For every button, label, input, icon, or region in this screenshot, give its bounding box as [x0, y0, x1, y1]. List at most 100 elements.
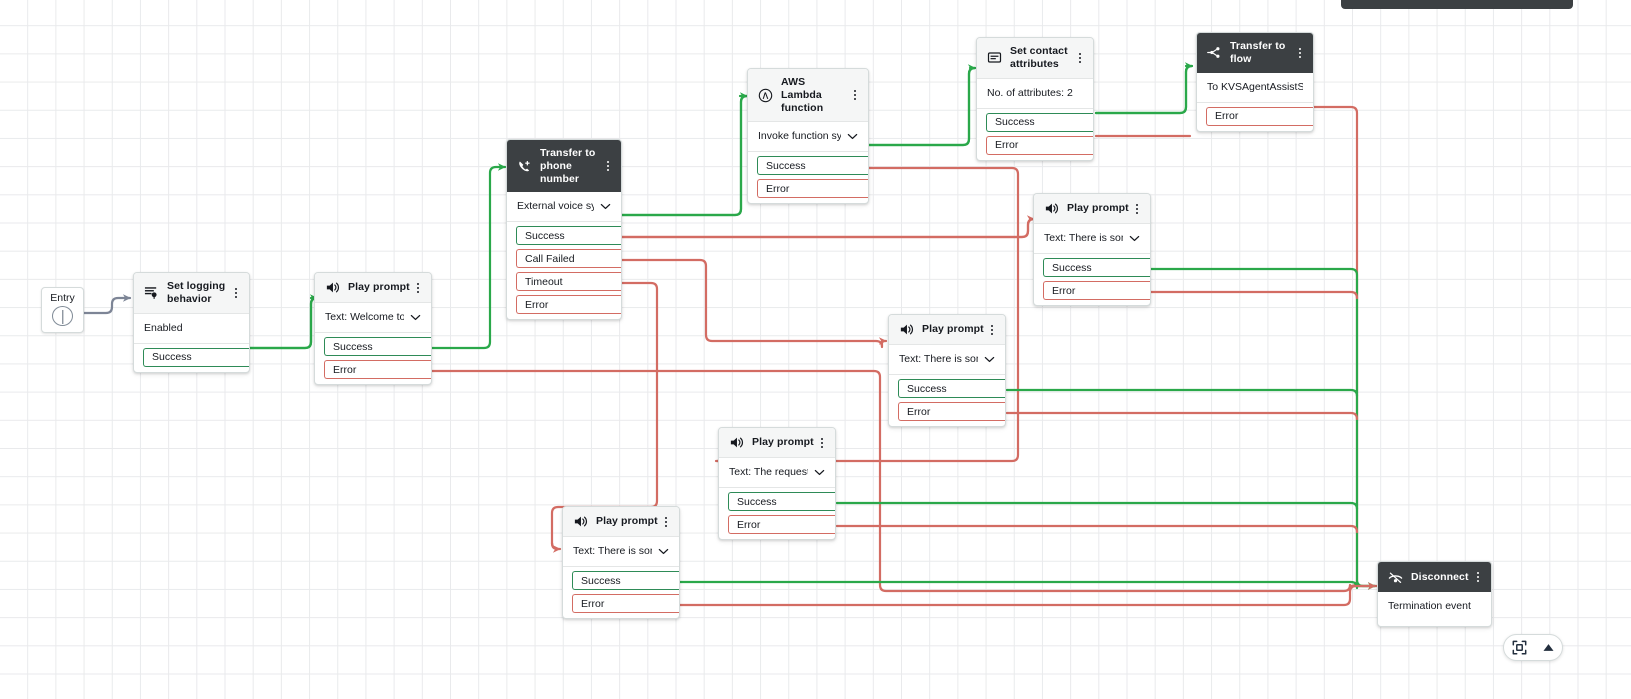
port-success[interactable]: Success: [898, 379, 1005, 398]
contact-attributes-icon: [987, 52, 1002, 63]
node-ports: Success Error: [719, 488, 835, 539]
node-body-text: External voice system: ko...: [517, 200, 594, 213]
port-success[interactable]: Success: [324, 337, 431, 356]
node-body-text: Text: There is some error...: [1044, 232, 1123, 244]
speaker-icon: [326, 282, 339, 293]
port-timeout[interactable]: Timeout: [516, 272, 621, 292]
node-ports: Success Error: [977, 109, 1093, 160]
node-menu-button[interactable]: [602, 159, 614, 173]
chevron-down-icon[interactable]: [847, 133, 858, 140]
node-body-text: Enabled: [144, 321, 183, 334]
node-title: Disconnect: [1411, 570, 1469, 583]
node-menu-button[interactable]: [1074, 51, 1086, 65]
node-title: AWS Lambda function: [781, 76, 824, 114]
port-error[interactable]: Error: [986, 135, 1093, 155]
port-success[interactable]: Success: [1043, 258, 1150, 277]
wire-prompt-bottom-error-to-disconnect: [678, 582, 1377, 607]
speaker-icon: [730, 437, 743, 448]
node-play-prompt-issue[interactable]: Play prompt Text: There is some issue...…: [888, 314, 1006, 427]
port-error[interactable]: Error: [572, 594, 679, 613]
node-set-logging-behavior[interactable]: Set logging behavior Enabled Success: [133, 272, 250, 373]
canvas-zoom-controls[interactable]: [1503, 634, 1563, 661]
port-label: Error: [907, 405, 931, 418]
chevron-down-icon[interactable]: [410, 314, 421, 321]
node-play-prompt-error-bottom[interactable]: Play prompt Text: There is some error...…: [562, 506, 680, 619]
node-ports: Success Error: [1034, 254, 1150, 305]
port-success[interactable]: Success: [757, 156, 868, 176]
node-ports: Success: [134, 344, 249, 372]
node-transfer-to-phone-number[interactable]: Transfer to phone number External voice …: [506, 139, 622, 321]
wire-transfer-phone-success-to-lambda: [619, 92, 749, 217]
node-body[interactable]: Text: There is some error...: [1034, 224, 1150, 254]
port-error[interactable]: Error: [324, 360, 431, 379]
port-success[interactable]: Success: [986, 112, 1093, 132]
chevron-down-icon[interactable]: [600, 203, 611, 210]
node-play-prompt-request[interactable]: Play prompt Text: The request to exte...…: [718, 427, 836, 540]
port-error[interactable]: Error: [516, 295, 621, 315]
node-menu-button[interactable]: [230, 286, 242, 300]
port-label: Error: [1215, 110, 1239, 123]
port-success[interactable]: Success: [728, 492, 835, 511]
node-play-prompt-welcome[interactable]: Play prompt Text: Welcome to Amazo... Su…: [314, 272, 432, 385]
node-transfer-to-flow[interactable]: Transfer to flow To KVSAgentAssistStagin…: [1196, 32, 1314, 132]
chevron-down-icon[interactable]: [658, 548, 669, 555]
entry-label: Entry: [50, 292, 75, 304]
port-label: Timeout: [525, 275, 563, 288]
port-label: Error: [737, 518, 761, 531]
lambda-icon: [758, 88, 773, 102]
node-header: Set contact attributes: [977, 38, 1093, 79]
node-header: Transfer to flow: [1197, 33, 1313, 73]
port-error[interactable]: Error: [757, 179, 868, 199]
wire-prompt-issue-success: [1005, 388, 1359, 398]
node-menu-button[interactable]: [849, 88, 861, 102]
node-title: Play prompt: [922, 323, 984, 336]
node-menu-button[interactable]: [1294, 46, 1306, 60]
wire-lambda-success-to-attributes: [867, 64, 977, 147]
port-success[interactable]: Success: [516, 226, 621, 246]
node-body[interactable]: Text: There is some error...: [563, 537, 679, 567]
chevron-up-icon[interactable]: [1542, 641, 1555, 654]
wire-transfer-flow-error-to-disconnect: [1311, 105, 1382, 588]
node-header: Transfer to phone number: [507, 140, 621, 193]
port-error[interactable]: Error: [898, 402, 1005, 421]
port-error[interactable]: Error: [1206, 106, 1313, 126]
clipped-toolbar[interactable]: [1341, 0, 1573, 9]
node-title: Transfer to phone number: [540, 147, 596, 185]
port-error[interactable]: Error: [1043, 281, 1150, 300]
node-body[interactable]: Text: The request to exte...: [719, 458, 835, 488]
node-ports: Error: [1197, 103, 1313, 131]
node-play-prompt-error-top[interactable]: Play prompt Text: There is some error...…: [1033, 193, 1151, 306]
node-body[interactable]: External voice system: ko...: [507, 192, 621, 223]
fit-to-screen-icon[interactable]: [1512, 640, 1527, 655]
entry-point[interactable]: Entry: [41, 287, 84, 333]
port-error[interactable]: Error: [728, 515, 835, 534]
port-label: Error: [766, 182, 790, 195]
node-menu-button[interactable]: [1131, 202, 1143, 216]
node-menu-button[interactable]: [412, 281, 424, 295]
port-success[interactable]: Success: [572, 571, 679, 590]
node-menu-button[interactable]: [986, 323, 998, 337]
node-body-text: Text: The request to exte...: [729, 466, 808, 478]
node-aws-lambda-function[interactable]: AWS Lambda function Invoke function sync…: [747, 68, 869, 205]
port-call-failed[interactable]: Call Failed: [516, 249, 621, 269]
node-body[interactable]: Text: There is some issue...: [889, 345, 1005, 375]
wire-welcome-success-to-transfer-phone: [429, 163, 507, 350]
node-body[interactable]: Invoke function sync: kor...: [748, 122, 868, 153]
node-menu-button[interactable]: [816, 436, 828, 450]
node-disconnect[interactable]: Disconnect Termination event: [1377, 561, 1492, 627]
node-menu-button[interactable]: [1472, 570, 1484, 584]
chevron-down-icon[interactable]: [1129, 235, 1140, 242]
node-title: Play prompt: [348, 281, 410, 294]
chevron-down-icon[interactable]: [814, 469, 825, 476]
node-menu-button[interactable]: [660, 515, 672, 529]
node-title: Set logging behavior: [167, 280, 226, 305]
node-body-text: Text: There is some error...: [573, 545, 652, 557]
port-label: Success: [766, 159, 806, 172]
port-label: Error: [525, 298, 549, 311]
port-success[interactable]: Success: [143, 347, 249, 367]
node-header: Disconnect: [1378, 562, 1491, 592]
chevron-down-icon[interactable]: [984, 356, 995, 363]
node-set-contact-attributes[interactable]: Set contact attributes No. of attributes…: [976, 37, 1094, 161]
node-body[interactable]: Text: Welcome to Amazo...: [315, 303, 431, 333]
